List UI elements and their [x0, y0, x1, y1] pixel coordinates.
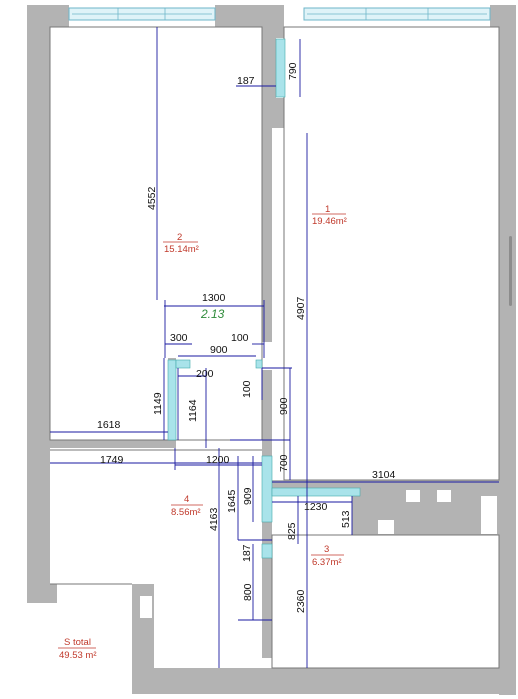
dimension-lines [50, 27, 499, 668]
dim-2360: 2360 [295, 589, 307, 613]
dim-200: 200 [196, 368, 214, 380]
dim-4552: 4552 [146, 186, 158, 210]
dim-4907: 4907 [295, 296, 307, 320]
dim-4163: 4163 [208, 507, 220, 531]
room-4-number: 4 [184, 494, 189, 505]
dim-800: 800 [242, 583, 254, 601]
dim-900a: 900 [210, 344, 228, 356]
dim-900b: 900 [278, 397, 290, 415]
dim-1230: 1230 [304, 501, 328, 513]
room-3-area: 6.37m² [312, 557, 342, 568]
room-labels: 1 19.46m² 2 15.14m² 3 6.37m² 4 8.56m² 2.… [58, 204, 347, 661]
dim-909: 909 [242, 487, 254, 505]
dim-3104: 3104 [372, 469, 396, 481]
dim-100b: 100 [241, 380, 253, 398]
room-outlines [49, 26, 500, 669]
dim-1200: 1200 [206, 454, 230, 466]
dim-1749: 1749 [100, 454, 124, 466]
total-value: 49.53 m² [59, 650, 97, 661]
dim-1149: 1149 [152, 392, 164, 415]
scrollbar[interactable] [509, 236, 512, 306]
dim-1300: 1300 [202, 292, 226, 304]
wall-openings [140, 490, 497, 618]
dim-1618: 1618 [97, 419, 121, 431]
room-4-area: 8.56m² [171, 507, 201, 518]
dim-100a: 100 [231, 332, 249, 344]
total-label: S total [64, 637, 91, 648]
room-2-number: 2 [177, 232, 182, 243]
dimension-labels: 4552 187 790 4907 1300 300 100 900 200 1… [97, 62, 396, 613]
room-1-area: 19.46m² [312, 216, 347, 227]
dim-825: 825 [286, 522, 298, 540]
corridor-value: 2.13 [200, 307, 225, 321]
dim-1645: 1645 [226, 489, 238, 513]
room-2-area: 15.14m² [164, 244, 199, 255]
room-1-number: 1 [325, 204, 330, 215]
new-walls [167, 38, 361, 559]
room-3-number: 3 [324, 544, 329, 555]
dim-187: 187 [237, 75, 255, 87]
dim-1164: 1164 [187, 399, 199, 422]
dim-187b: 187 [241, 544, 253, 562]
dim-300: 300 [170, 332, 188, 344]
dim-790: 790 [287, 62, 299, 80]
dim-700: 700 [278, 454, 290, 472]
dim-513: 513 [340, 510, 352, 528]
windows [68, 7, 491, 21]
